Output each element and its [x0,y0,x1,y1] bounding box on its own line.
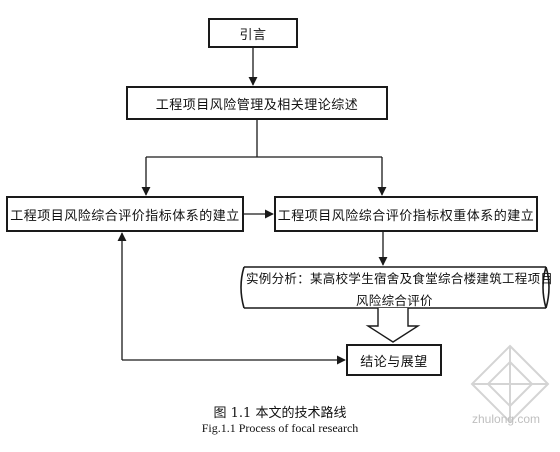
node-theory-review-label: 工程项目风险管理及相关理论综述 [155,97,359,113]
node-case-analysis-line1: 实例分析：某高校学生宿舍及食堂综合楼建筑工程项目 [246,271,554,286]
watermark-text: zhulong.com [472,412,541,426]
figure-caption-english: Fig.1.1 Process of focal research [201,421,359,435]
node-weight-system: 工程项目风险综合评价指标权重体系的建立 [274,196,538,232]
node-theory-review: 工程项目风险管理及相关理论综述 [126,86,388,120]
node-case-analysis-line2: 风险综合评价 [356,293,433,308]
node-conclusion-label: 结论与展望 [360,354,428,370]
watermark-logo-icon [470,344,550,424]
node-intro: 引言 [208,18,298,48]
node-index-system: 工程项目风险综合评价指标体系的建立 [6,196,244,232]
block-arrow-case-to-conclusion [365,308,421,343]
node-case-analysis: 实例分析：某高校学生宿舍及食堂综合楼建筑工程项目 风险综合评价 [244,266,553,308]
node-weight-system-label: 工程项目风险综合评价指标权重体系的建立 [277,208,535,224]
node-conclusion: 结论与展望 [346,344,442,376]
node-intro-label: 引言 [239,27,267,43]
figure-caption-chinese: 图 1.1 本文的技术路线 [213,406,347,421]
node-index-system-label: 工程项目风险综合评价指标体系的建立 [10,208,240,224]
